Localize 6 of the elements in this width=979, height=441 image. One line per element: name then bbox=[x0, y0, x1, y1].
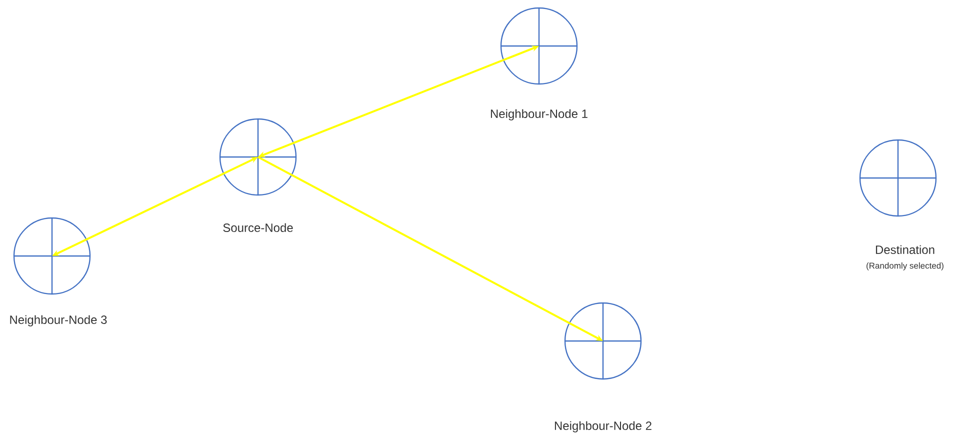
node-label: Neighbour-Node 3 bbox=[10, 315, 107, 326]
node-label: Neighbour-Node 1 bbox=[490, 109, 588, 120]
node-label: Source-Node bbox=[223, 223, 293, 232]
note: (Randomly selected) bbox=[866, 262, 944, 270]
node-label: Neighbour-Node 2 bbox=[554, 421, 652, 432]
node-label: Destination bbox=[876, 245, 934, 254]
